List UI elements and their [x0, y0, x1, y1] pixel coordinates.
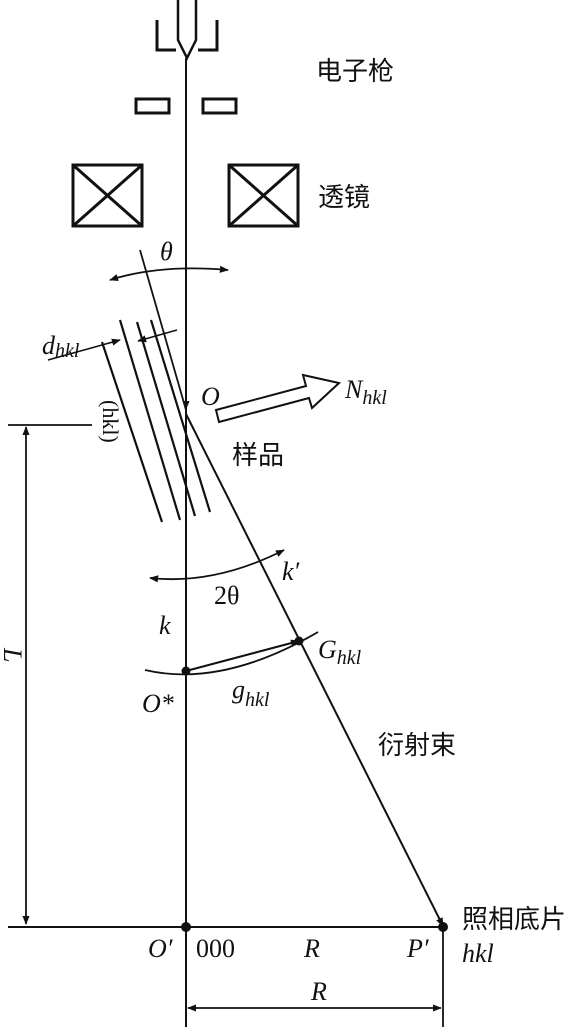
label-lens: 透镜 [318, 183, 370, 213]
label-g-vector: ghkl [232, 675, 270, 711]
label-origin-o: O [201, 382, 220, 411]
g-point [294, 636, 304, 646]
normal-arrow [214, 373, 342, 424]
label-plane-hkl: (hkl) [98, 400, 123, 443]
electron-gun [155, 0, 219, 61]
g-vector [185, 639, 300, 672]
theta-ray [139, 249, 187, 411]
label-k-prime: k′ [282, 557, 300, 586]
label-k: k [159, 611, 171, 640]
label-electron-gun: 电子枪 [316, 57, 394, 87]
label-d-hkl: dhkl [42, 331, 80, 362]
label-photo-plate: 照相底片 [462, 905, 566, 935]
diffracted-beam [185, 413, 444, 927]
label-000: 000 [196, 934, 235, 963]
label-g-point: Ghkl [318, 635, 362, 669]
label-two-theta: 2θ [214, 581, 239, 610]
o-prime-point [181, 922, 191, 932]
d-spacing-arrow [47, 338, 121, 361]
label-o-prime: O′ [148, 934, 173, 963]
label-normal: Nhkl [344, 375, 387, 409]
label-hkl-spot: hkl [462, 939, 494, 968]
label-diffracted-beam: 衍射束 [378, 731, 456, 761]
label-sample: 样品 [232, 441, 284, 471]
label-theta: θ [160, 237, 173, 266]
lattice-planes [100, 319, 212, 523]
ewald-arc [144, 631, 319, 676]
lens-coils [71, 163, 300, 228]
o-star-point [181, 666, 191, 676]
d-spacing-arrow-2 [137, 329, 178, 343]
label-p-prime: P′ [406, 934, 429, 963]
label-R-lower: R [310, 977, 327, 1006]
two-theta-arc [149, 549, 285, 583]
label-R-upper: R [303, 934, 320, 963]
theta-arc [109, 265, 229, 281]
label-o-star: O* [142, 689, 174, 718]
label-L: L [0, 647, 27, 662]
aperture-slits [134, 97, 238, 115]
